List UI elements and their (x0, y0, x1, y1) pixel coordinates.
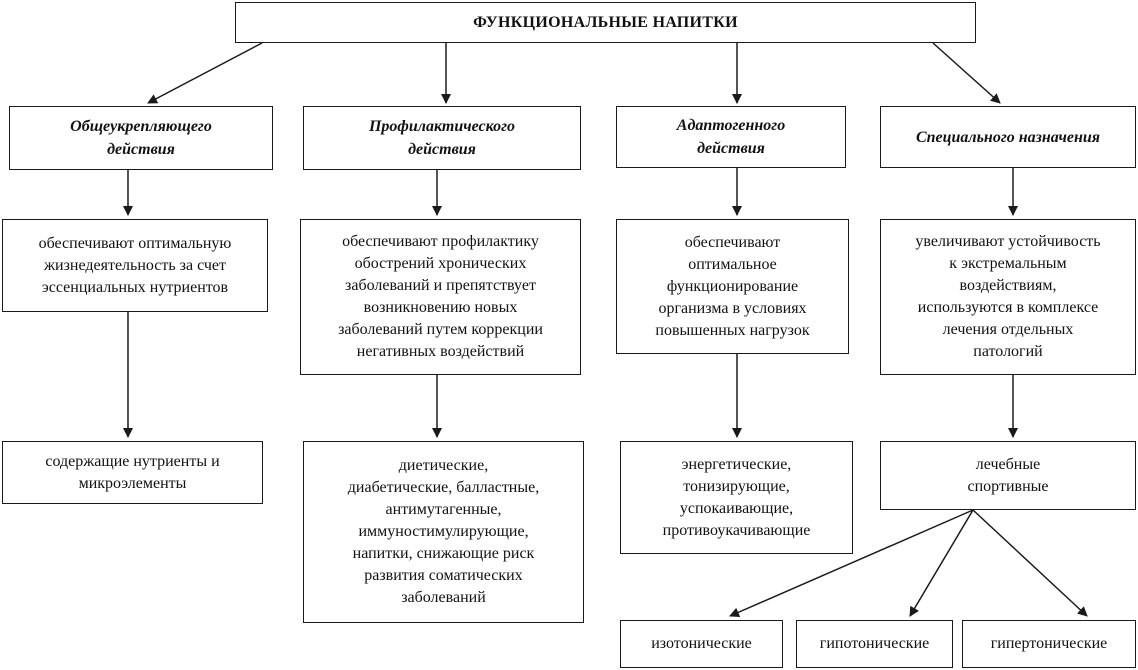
arrow-types-4-to-sub-1 (729, 509, 974, 617)
diagram-title: ФУНКЦИОНАЛЬНЫЕ НАПИТКИ (235, 2, 976, 43)
description-preventive: обеспечивают профилактику обострений хро… (300, 219, 581, 375)
category-preventive: Профилактического действия (303, 106, 581, 170)
arrow-title-to-cat-1 (147, 42, 263, 104)
types-general-strengthening: содержащие нутриенты и микроэлементы (2, 441, 263, 504)
arrow-title-to-cat-4 (932, 42, 1001, 104)
types-special-purpose: лечебные спортивные (880, 441, 1136, 510)
description-general-strengthening: обеспечивают оптимальную жизнедеятельнос… (2, 219, 268, 312)
category-special-purpose: Специального назначения (880, 106, 1136, 168)
types-adaptogenic: энергетические, тонизирующие, успокаиваю… (620, 441, 853, 554)
arrow-types-4-to-sub-2 (909, 509, 974, 617)
types-preventive: диетические, диабетические, балластные, … (303, 441, 584, 623)
subtype-hypotonic: гипотонические (796, 620, 953, 668)
subtype-isotonic: изотонические (620, 620, 783, 668)
category-adaptogenic: Адаптогенного действия (616, 106, 846, 168)
arrow-types-4-to-sub-3 (972, 509, 1088, 617)
category-general-strengthening: Общеукрепляющего действия (9, 106, 273, 170)
subtype-hypertonic: гипертонические (962, 620, 1136, 668)
description-adaptogenic: обеспечивают оптимальное функционировани… (616, 219, 849, 354)
description-special-purpose: увеличивают устойчивость к экстремальным… (880, 219, 1136, 375)
